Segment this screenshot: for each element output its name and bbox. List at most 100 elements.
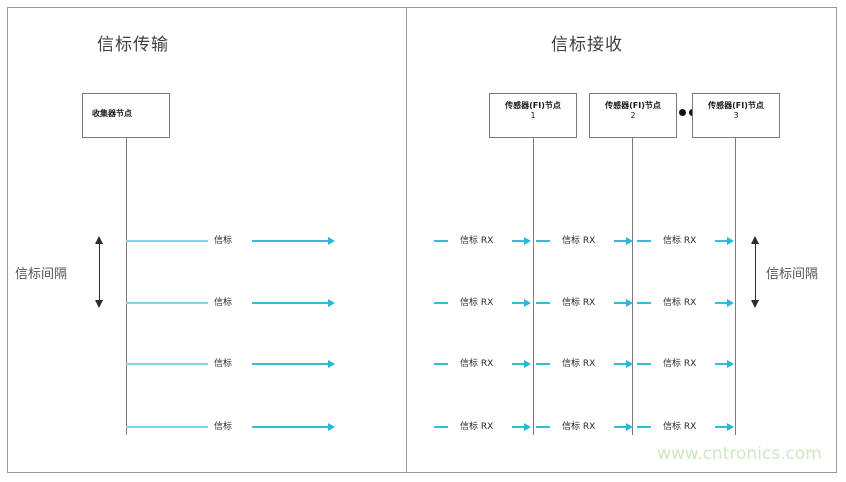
collector-node-label: 收集器节点 — [92, 109, 132, 118]
beacon-rx-row[interactable]: 信标 RX — [536, 234, 636, 248]
sensor-node-label: 传感器(FI)节点 — [708, 101, 764, 110]
rx-line-left — [434, 426, 448, 428]
rx-label: 信标 RX — [663, 298, 697, 308]
sensor-node-box-3[interactable]: 传感器(FI)节点 3 — [692, 93, 780, 138]
beacon-rx-row[interactable]: 信标 RX — [637, 420, 737, 434]
beacon-arrow-icon — [328, 237, 335, 245]
rx-line-left — [434, 302, 448, 304]
rx-arrow-icon — [524, 423, 531, 431]
beacon-rx-row[interactable]: 信标 RX — [536, 296, 636, 310]
beacon-arrow-icon — [328, 360, 335, 368]
rx-label: 信标 RX — [460, 422, 494, 432]
beacon-rx-row[interactable]: 信标 RX — [434, 296, 534, 310]
rx-line-left — [434, 363, 448, 365]
beacon-line-left — [126, 240, 208, 242]
sensor-node-index: 2 — [630, 111, 636, 120]
rx-line-right — [614, 363, 628, 365]
site-watermark: www.cntronics.com — [657, 444, 822, 464]
rx-label: 信标 RX — [562, 422, 596, 432]
sensor-lifeline-2 — [632, 138, 633, 435]
rx-line-left — [434, 240, 448, 242]
beacon-rx-row[interactable]: 信标 RX — [637, 296, 737, 310]
beacon-rx-row[interactable]: 信标 RX — [536, 420, 636, 434]
rx-line-left — [536, 363, 550, 365]
sensor-lifeline-1 — [533, 138, 534, 435]
rx-arrow-icon — [524, 237, 531, 245]
beacon-row[interactable]: 信标 — [126, 420, 336, 434]
interval-arrow-down-icon — [751, 300, 759, 308]
sensor-node-box-2[interactable]: 传感器(FI)节点 2 — [589, 93, 677, 138]
right-panel-title: 信标接收 — [551, 35, 623, 55]
beacon-line-left — [126, 302, 208, 304]
right-beacon-interval-label: 信标间隔 — [766, 267, 819, 282]
beacon-line-left — [126, 426, 208, 428]
sensor-node-box-1[interactable]: 传感器(FI)节点 1 — [489, 93, 577, 138]
beacon-label: 信标 — [214, 298, 233, 308]
beacon-row[interactable]: 信标 — [126, 296, 336, 310]
outer-frame — [7, 7, 837, 473]
rx-line-right — [614, 302, 628, 304]
beacon-line-right — [252, 363, 330, 365]
rx-arrow-icon — [626, 423, 633, 431]
rx-line-right — [715, 426, 729, 428]
rx-arrow-icon — [727, 299, 734, 307]
right-beacon-interval-arrow — [751, 236, 760, 308]
beacon-rx-row[interactable]: 信标 RX — [434, 420, 534, 434]
left-beacon-interval-arrow — [95, 236, 104, 308]
rx-arrow-icon — [727, 360, 734, 368]
rx-line-left — [536, 240, 550, 242]
beacon-row[interactable]: 信标 — [126, 234, 336, 248]
rx-line-right — [715, 240, 729, 242]
sensor-node-label: 传感器(FI)节点 — [605, 101, 661, 110]
beacon-row[interactable]: 信标 — [126, 357, 336, 371]
interval-arrow-up-icon — [95, 236, 103, 244]
rx-line-right — [614, 240, 628, 242]
rx-label: 信标 RX — [562, 236, 596, 246]
rx-line-right — [512, 240, 526, 242]
rx-line-right — [614, 426, 628, 428]
rx-line-right — [512, 302, 526, 304]
rx-arrow-icon — [626, 360, 633, 368]
rx-label: 信标 RX — [562, 359, 596, 369]
rx-label: 信标 RX — [663, 236, 697, 246]
collector-node-box[interactable]: 收集器节点 — [82, 93, 170, 138]
interval-arrow-up-icon — [751, 236, 759, 244]
beacon-line-left — [126, 363, 208, 365]
rx-label: 信标 RX — [663, 422, 697, 432]
beacon-arrow-icon — [328, 299, 335, 307]
interval-arrow-shaft — [755, 242, 756, 302]
rx-arrow-icon — [524, 360, 531, 368]
beacon-label: 信标 — [214, 359, 233, 369]
beacon-label: 信标 — [214, 422, 233, 432]
interval-arrow-shaft — [99, 242, 100, 302]
rx-line-left — [637, 302, 651, 304]
rx-label: 信标 RX — [460, 236, 494, 246]
beacon-arrow-icon — [328, 423, 335, 431]
beacon-rx-row[interactable]: 信标 RX — [637, 357, 737, 371]
beacon-rx-row[interactable]: 信标 RX — [434, 357, 534, 371]
interval-arrow-down-icon — [95, 300, 103, 308]
beacon-rx-row[interactable]: 信标 RX — [637, 234, 737, 248]
rx-line-left — [536, 426, 550, 428]
beacon-label: 信标 — [214, 236, 233, 246]
rx-line-left — [637, 240, 651, 242]
beacon-line-right — [252, 426, 330, 428]
rx-label: 信标 RX — [663, 359, 697, 369]
rx-line-right — [715, 363, 729, 365]
beacon-rx-row[interactable]: 信标 RX — [536, 357, 636, 371]
rx-arrow-icon — [626, 237, 633, 245]
rx-label: 信标 RX — [460, 298, 494, 308]
rx-arrow-icon — [727, 423, 734, 431]
beacon-line-right — [252, 240, 330, 242]
beacon-rx-row[interactable]: 信标 RX — [434, 234, 534, 248]
rx-arrow-icon — [727, 237, 734, 245]
sensor-lifeline-3 — [735, 138, 736, 435]
sensor-node-label: 传感器(FI)节点 — [505, 101, 561, 110]
left-beacon-interval-label: 信标间隔 — [15, 267, 68, 282]
sensor-node-index: 3 — [733, 111, 739, 120]
left-panel-title: 信标传输 — [97, 35, 169, 55]
rx-line-right — [715, 302, 729, 304]
rx-label: 信标 RX — [562, 298, 596, 308]
rx-line-right — [512, 363, 526, 365]
